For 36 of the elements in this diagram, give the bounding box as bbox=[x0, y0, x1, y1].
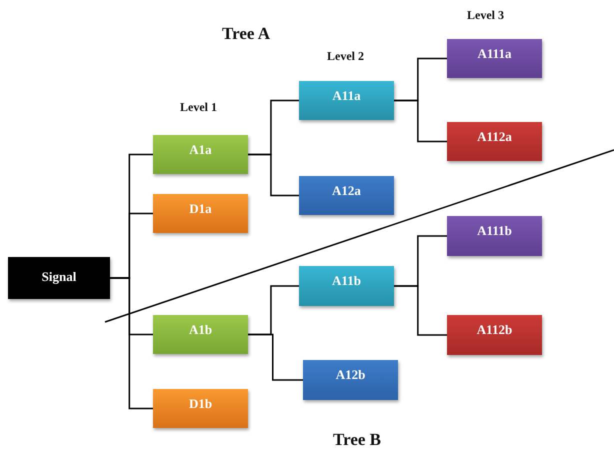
tree-node-box bbox=[447, 315, 542, 355]
tree-node-box bbox=[153, 194, 248, 233]
tree-node-box bbox=[299, 266, 394, 306]
node-label: A1a bbox=[189, 142, 212, 157]
tree-node-box bbox=[153, 135, 248, 174]
node-label: A11a bbox=[332, 88, 361, 103]
node-label: A11b bbox=[332, 273, 361, 288]
tree-node-box bbox=[299, 176, 394, 215]
connector-line bbox=[394, 285, 447, 336]
tree-node-box bbox=[447, 216, 542, 256]
node-label: A1b bbox=[188, 322, 212, 337]
node-label: A112a bbox=[477, 129, 512, 144]
tree-node-box bbox=[299, 81, 394, 120]
level-heading: Level 2 bbox=[327, 49, 364, 64]
connector-line bbox=[248, 154, 299, 196]
node-label: A12a bbox=[332, 183, 361, 198]
tree-node-box bbox=[447, 122, 542, 161]
node-label: D1a bbox=[189, 201, 212, 216]
tree-heading: Tree B bbox=[333, 430, 381, 450]
node-label: A111a bbox=[478, 46, 512, 61]
tree-node-box bbox=[303, 360, 398, 400]
tree-node-box bbox=[447, 39, 542, 78]
connector-line bbox=[248, 334, 303, 381]
node-label: A111b bbox=[477, 223, 512, 238]
connector-line bbox=[110, 277, 153, 410]
connector-line bbox=[394, 100, 447, 142]
signal-box bbox=[8, 257, 110, 299]
node-label: A112b bbox=[476, 322, 512, 337]
node-label: A12b bbox=[336, 367, 366, 382]
level-heading: Level 1 bbox=[180, 100, 217, 115]
node-label: Signal bbox=[42, 269, 76, 284]
tree-node-box bbox=[153, 389, 248, 428]
tree-heading: Tree A bbox=[222, 24, 270, 44]
tree-node-box bbox=[153, 315, 248, 354]
node-label: D1b bbox=[188, 396, 212, 411]
level-heading: Level 3 bbox=[467, 8, 504, 23]
